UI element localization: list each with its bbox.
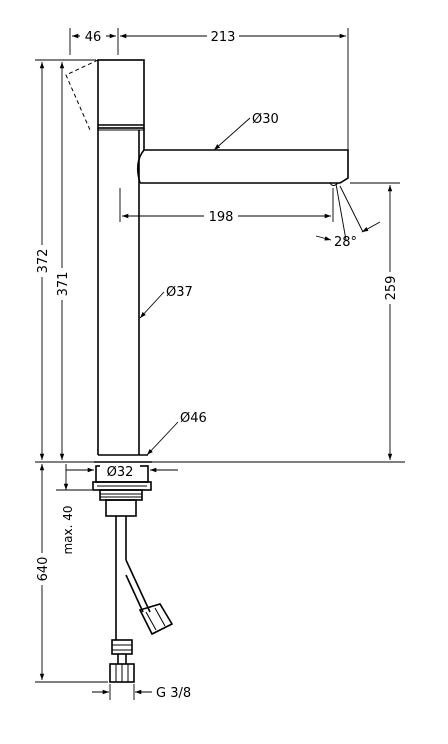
dim-spout-diameter: Ø30 <box>213 112 279 151</box>
dim-body-diameter: Ø37 <box>139 285 193 319</box>
dim-connection-label: G 3/8 <box>156 686 191 701</box>
dim-spout-angle-label: 28° <box>334 235 357 250</box>
dim-mount-diameter-label: Ø32 <box>107 465 134 480</box>
dim-total-height: 372 <box>34 59 96 460</box>
dim-spout-angle: 28° <box>315 183 381 250</box>
mounting-assembly <box>92 465 174 683</box>
dim-base-diameter-label: Ø46 <box>180 411 207 426</box>
dim-base-diameter: Ø46 <box>146 411 207 456</box>
dim-body-diameter-label: Ø37 <box>166 285 193 300</box>
dim-body-height: 371 <box>54 62 71 460</box>
dim-hose-length-label: 640 <box>36 557 51 582</box>
faucet-body <box>65 59 349 463</box>
dim-spout-diameter-label: Ø30 <box>252 112 279 127</box>
dim-top-width: 46 <box>69 28 119 55</box>
dim-total-height-label: 372 <box>36 249 51 274</box>
handle-cap <box>97 59 145 129</box>
dim-spout-reach: 213 <box>120 28 349 150</box>
dim-max-thickness-label: max. 40 <box>61 505 75 554</box>
dim-top-width-label: 46 <box>85 30 102 45</box>
dim-max-thickness: max. 40 <box>56 464 92 555</box>
spout <box>144 149 349 184</box>
dim-spout-inner: 198 <box>119 188 334 225</box>
dim-connection: G 3/8 <box>92 684 191 701</box>
dim-hose-length: 640 <box>34 464 108 683</box>
side-hose-nut <box>138 603 174 636</box>
dim-outlet-height: 259 <box>350 182 400 460</box>
dim-outlet-height-label: 259 <box>384 276 399 301</box>
lever-swing-indicator <box>65 59 99 131</box>
dim-spout-inner-label: 198 <box>209 210 234 225</box>
dim-mount-diameter: Ø32 <box>66 464 178 480</box>
dim-spout-reach-label: 213 <box>211 30 236 45</box>
dim-body-height-label: 371 <box>56 272 71 297</box>
